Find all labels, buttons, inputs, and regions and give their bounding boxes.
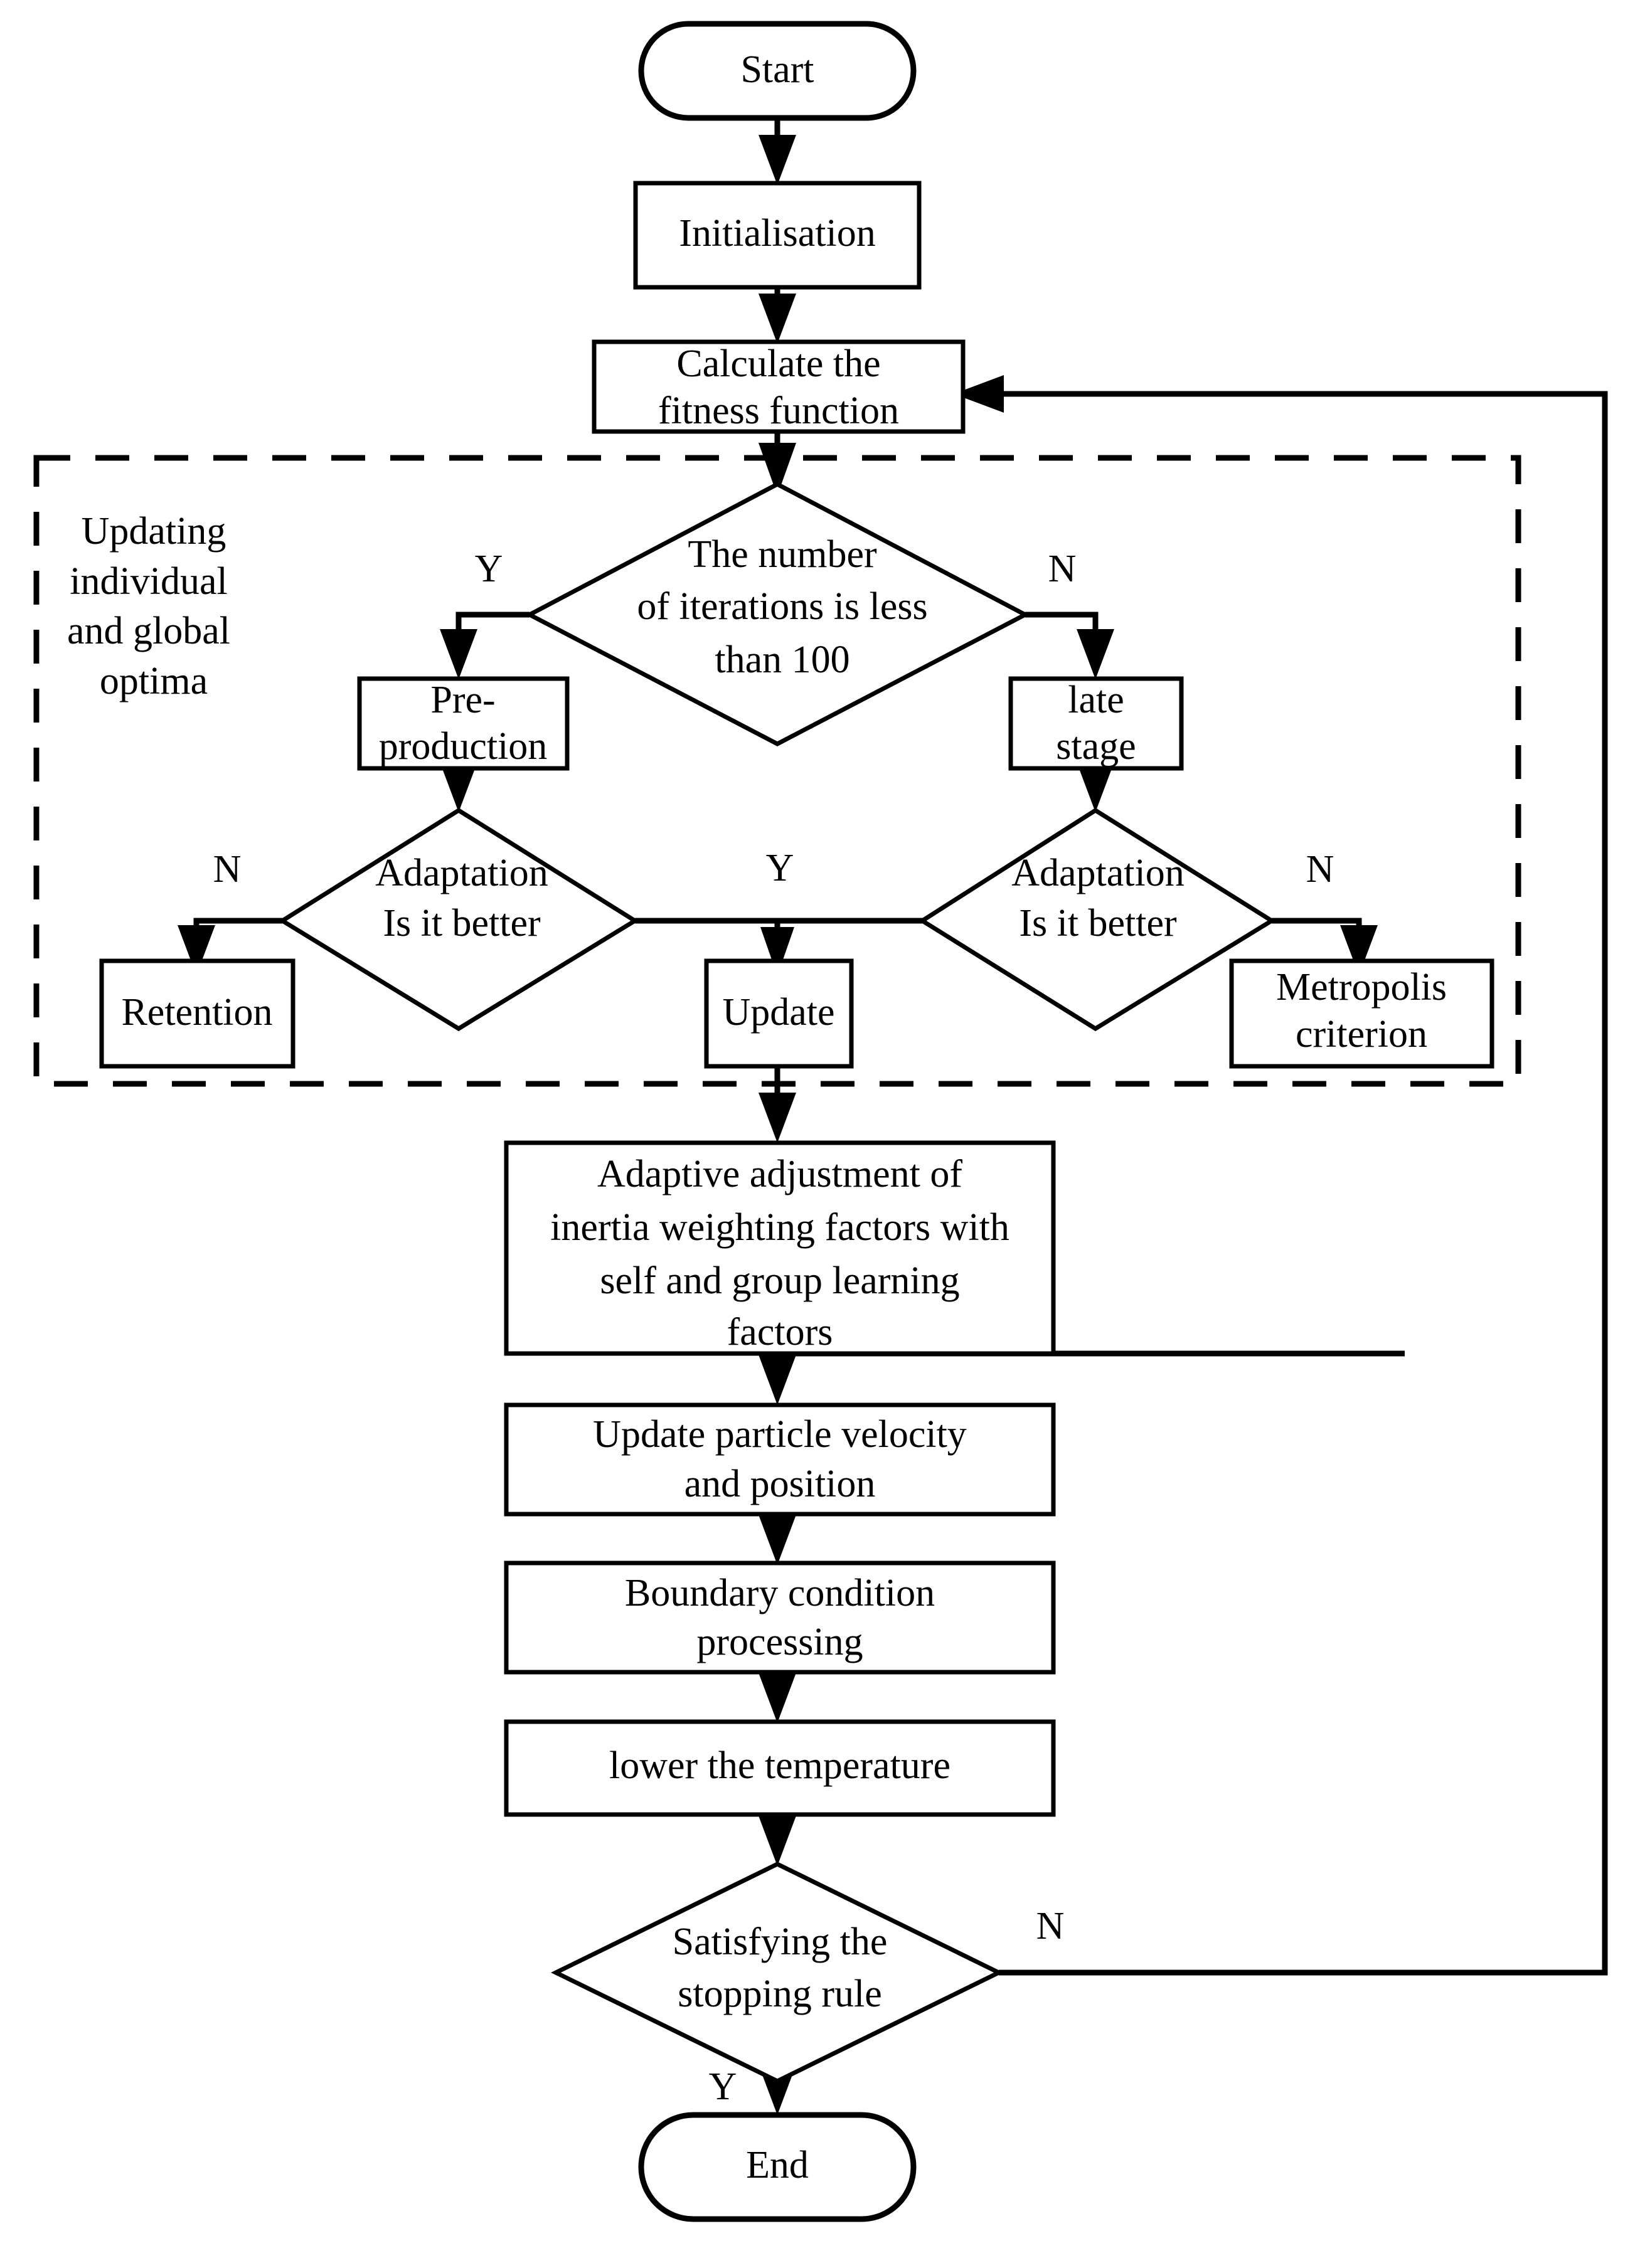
node-update[interactable]: Update <box>704 958 854 1069</box>
node-late-stage-line1: late <box>1068 679 1124 721</box>
node-iterations-line2: of iterations is less <box>637 585 927 628</box>
node-adaptation-left-decision[interactable]: Adaptation Is it better <box>278 807 639 1032</box>
node-end-label: End <box>746 2144 809 2186</box>
node-retention[interactable]: Retention <box>99 958 296 1069</box>
edge-label-stop-yes: Y <box>709 2065 737 2108</box>
node-iterations-decision[interactable]: The number of iterations is less than 10… <box>524 482 1030 746</box>
node-boundary-line2: processing <box>696 1621 863 1663</box>
updating-group-label-line4: optima <box>100 660 208 702</box>
node-update-label: Update <box>722 991 834 1034</box>
node-adaptive-line3: self and group learning <box>600 1259 959 1302</box>
node-adaptive-line1: Adaptive adjustment of <box>597 1153 962 1195</box>
edge-update-to-adaptive <box>759 1060 796 1143</box>
node-boundary-line1: Boundary condition <box>625 1572 935 1614</box>
node-adaptive-line2: inertia weighting factors with <box>550 1206 1009 1249</box>
updating-group-label-line3: and global <box>67 610 230 652</box>
node-adaptation-right-line2: Is it better <box>1019 902 1177 945</box>
node-retention-label: Retention <box>121 991 272 1034</box>
node-stopping-rule-decision[interactable]: Satisfying the stopping rule <box>551 1862 1004 2084</box>
edge-iter-yes-to-preproduction <box>440 612 530 679</box>
edge-fitness-to-iter <box>759 432 796 495</box>
edge-label-stop-no: N <box>1036 1905 1065 1947</box>
node-initialisation-label: Initialisation <box>679 212 875 255</box>
node-start[interactable]: Start <box>638 21 917 121</box>
node-adaptive-line4: factors <box>727 1311 833 1354</box>
node-velocity-line1: Update particle velocity <box>593 1413 967 1456</box>
edge-adaptive-to-velocity <box>759 1350 1405 1405</box>
node-metropolis-line1: Metropolis <box>1276 966 1447 1009</box>
edge-preproduction-to-adaptleft <box>440 762 477 812</box>
node-stopping-rule-line2: stopping rule <box>678 1973 881 2015</box>
node-adaptive-adjustment[interactable]: Adaptive adjustment of inertia weighting… <box>504 1140 1056 1356</box>
updating-group-label-line1: Updating <box>82 510 226 553</box>
node-preproduction[interactable]: Pre- production <box>357 676 570 771</box>
node-metropolis[interactable]: Metropolis criterion <box>1229 958 1494 1069</box>
node-iterations-line1: The number <box>688 533 877 576</box>
node-initialisation[interactable]: Initialisation <box>633 181 922 290</box>
node-velocity-line2: and position <box>684 1463 876 1505</box>
node-calculate-fitness-line2: fitness function <box>658 389 899 432</box>
node-adaptation-left-line1: Adaptation <box>375 852 548 894</box>
node-metropolis-line2: criterion <box>1296 1013 1427 1056</box>
node-end[interactable]: End <box>638 2112 917 2222</box>
node-adaptation-left-line2: Is it better <box>383 902 541 945</box>
updating-group-label-line2: individual <box>70 560 227 603</box>
edge-adaptleft-no-to-retention <box>178 918 282 975</box>
node-iterations-line3: than 100 <box>715 639 849 681</box>
node-preproduction-line1: Pre- <box>430 679 495 721</box>
node-adaptation-right-line1: Adaptation <box>1011 852 1185 894</box>
edge-latestage-to-adaptright <box>1077 762 1114 812</box>
updating-group-label: Updating individual and global optima <box>67 510 230 702</box>
edge-cooling-to-stop <box>759 1814 796 1866</box>
edge-stop-no-loopback <box>954 375 1608 1976</box>
node-late-stage-line2: stage <box>1056 725 1136 768</box>
edge-label-adaptleft-no: N <box>213 848 242 891</box>
node-calculate-fitness-line1: Calculate the <box>676 342 880 385</box>
node-lower-temperature-label: lower the temperature <box>609 1744 950 1787</box>
edge-boundary-to-cooling <box>759 1672 796 1723</box>
node-boundary-condition[interactable]: Boundary condition processing <box>504 1561 1056 1675</box>
edge-adapt-yes-to-update <box>635 918 922 976</box>
edge-init-to-fitness <box>759 287 796 344</box>
node-calculate-fitness[interactable]: Calculate the fitness function <box>592 339 966 434</box>
node-late-stage[interactable]: late stage <box>1008 676 1184 771</box>
edge-label-adaptright-no: N <box>1306 848 1334 891</box>
node-stopping-rule-line1: Satisfying the <box>673 1921 888 1963</box>
edge-iter-no-to-late-stage <box>1025 612 1114 679</box>
edge-velocity-to-boundary <box>759 1513 796 1565</box>
node-start-label: Start <box>740 48 814 91</box>
node-update-velocity[interactable]: Update particle velocity and position <box>504 1402 1056 1517</box>
node-lower-temperature[interactable]: lower the temperature <box>504 1719 1056 1817</box>
node-preproduction-line2: production <box>379 725 548 768</box>
edge-label-iter-yes: Y <box>475 548 503 590</box>
edge-adaptright-no-to-metropolis <box>1272 918 1378 975</box>
edge-label-adapt-yes: Y <box>766 847 794 889</box>
edge-label-iter-no: N <box>1048 548 1077 590</box>
edge-start-to-init <box>759 118 796 185</box>
node-adaptation-right-decision[interactable]: Adaptation Is it better <box>918 807 1276 1032</box>
